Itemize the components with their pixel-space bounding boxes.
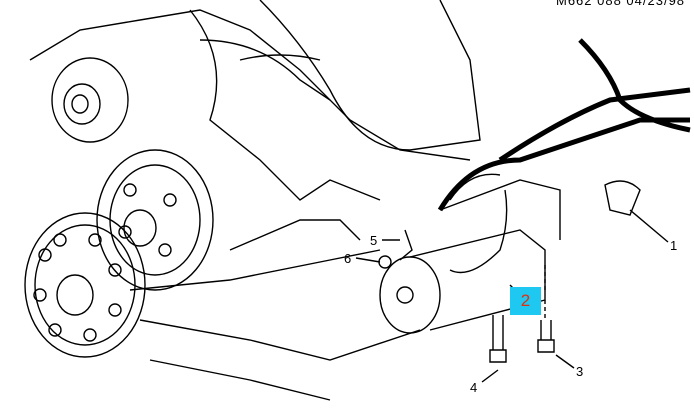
- callout-2-highlighted: 2: [510, 287, 541, 315]
- idler-pulley: [51, 57, 129, 143]
- callout-5: 5: [370, 233, 378, 248]
- callout-1: 1: [670, 238, 678, 253]
- figure-reference: M662 088 04/23/98: [556, 0, 686, 8]
- callout-3: 3: [576, 364, 584, 379]
- pump-pulley: [96, 149, 214, 291]
- callout-4: 4: [470, 380, 478, 395]
- callout-6: 6: [344, 251, 352, 266]
- starter-motor: [379, 173, 561, 334]
- crank-pulley: [24, 212, 146, 358]
